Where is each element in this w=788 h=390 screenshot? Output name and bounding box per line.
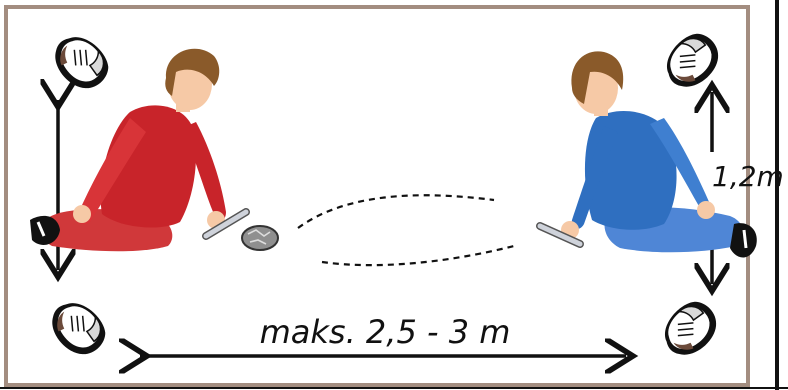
trajectory-lower	[321, 244, 515, 267]
shoe-icon	[655, 24, 729, 98]
trajectory-upper	[297, 194, 495, 229]
blue-player-figure	[561, 51, 757, 258]
field-border	[4, 5, 750, 387]
shoe-icon	[41, 291, 115, 365]
stone-icon	[241, 225, 279, 251]
width-label: maks. 2,5 - 3 m	[260, 313, 511, 351]
shoe-icon	[44, 25, 118, 99]
height-label: 1,2m	[712, 160, 784, 193]
shoe-icon	[653, 292, 727, 366]
red-player-figure	[30, 48, 226, 252]
